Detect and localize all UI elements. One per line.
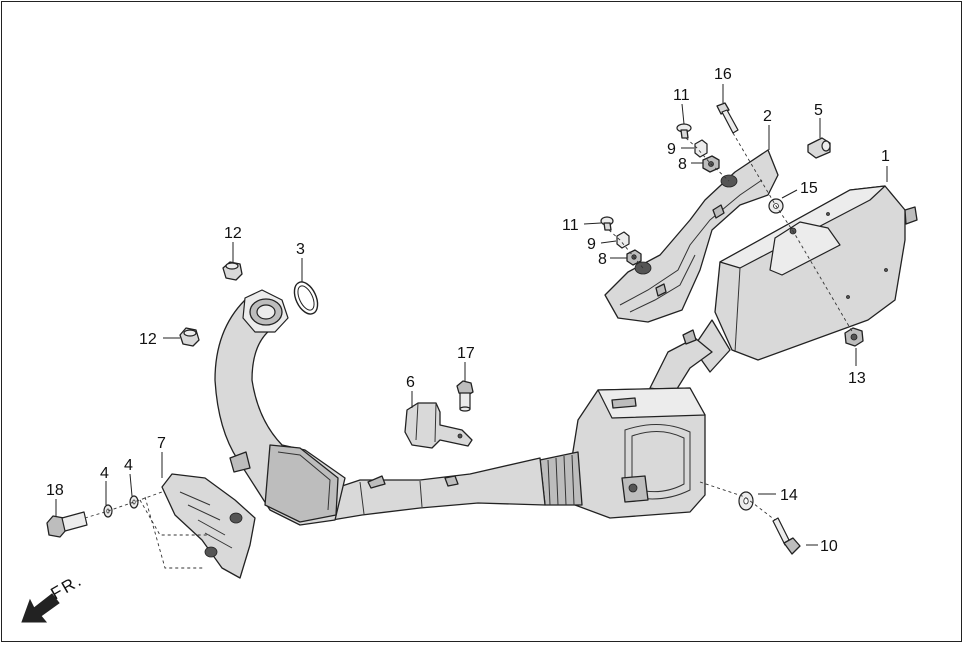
part-17-bolt[interactable]: [456, 380, 474, 412]
part-1-muffler[interactable]: [692, 185, 918, 373]
assembly-lines: [84, 132, 854, 569]
callout-7[interactable]: 7: [157, 435, 166, 452]
part-9-collar-upper[interactable]: [694, 139, 708, 158]
part-11-screw-lower[interactable]: [600, 216, 614, 231]
callout-5[interactable]: 5: [814, 102, 823, 119]
part-13-nut[interactable]: [844, 327, 864, 347]
callout-11-lower[interactable]: 11: [562, 217, 579, 234]
callout-9-lower[interactable]: 9: [587, 236, 596, 253]
part-12-nut-lower[interactable]: [179, 327, 200, 347]
callout-16[interactable]: 16: [714, 66, 732, 83]
part-16-bolt[interactable]: [716, 102, 739, 134]
part-9-collar-lower[interactable]: [616, 231, 630, 249]
callout-6[interactable]: 6: [406, 374, 415, 391]
callout-3[interactable]: 3: [296, 241, 305, 258]
callout-13[interactable]: 13: [848, 370, 866, 387]
callout-12-lower[interactable]: 12: [139, 331, 157, 348]
callouts: 1 2 3 4 4 5 6 7 8 8 9 9 10 11 11 12 12 1…: [46, 66, 890, 555]
callout-8-lower[interactable]: 8: [598, 251, 607, 268]
part-6-bracket[interactable]: [404, 402, 473, 449]
callout-15[interactable]: 15: [800, 180, 818, 197]
callout-4-inner[interactable]: 4: [124, 457, 133, 474]
part-11-screw-upper[interactable]: [676, 123, 692, 139]
part-7-front-heat-shield[interactable]: [161, 473, 256, 579]
part-10-bolt[interactable]: [772, 517, 801, 555]
callout-18[interactable]: 18: [46, 482, 64, 499]
callout-12-upper[interactable]: 12: [224, 225, 242, 242]
pre-chamber: [539, 387, 706, 519]
callout-8-upper[interactable]: 8: [678, 156, 687, 173]
mid-pipe: [329, 457, 546, 521]
front-arrow-icon: [21, 593, 60, 623]
callout-1[interactable]: 1: [881, 148, 890, 165]
part-12-nut-upper[interactable]: [222, 261, 243, 281]
part-5-cap[interactable]: [807, 137, 831, 159]
leader-lines: [55, 84, 888, 546]
front-direction-indicator: FR.: [21, 570, 86, 623]
part-3-gasket[interactable]: [290, 278, 322, 317]
callout-11-upper[interactable]: 11: [673, 87, 690, 104]
part-4-washer-inner[interactable]: [129, 495, 139, 509]
callout-14[interactable]: 14: [780, 487, 798, 504]
callout-9-upper[interactable]: 9: [667, 141, 676, 158]
front-direction-label: FR.: [48, 570, 86, 603]
part-2-muffler-heat-shield[interactable]: [604, 149, 779, 323]
callout-2[interactable]: 2: [763, 108, 772, 125]
callout-17[interactable]: 17: [457, 345, 475, 362]
part-18-bolt[interactable]: [46, 511, 88, 538]
callout-4-outer[interactable]: 4: [100, 465, 109, 482]
front-exhaust-pipe[interactable]: [214, 289, 346, 526]
callout-10[interactable]: 10: [820, 538, 838, 555]
